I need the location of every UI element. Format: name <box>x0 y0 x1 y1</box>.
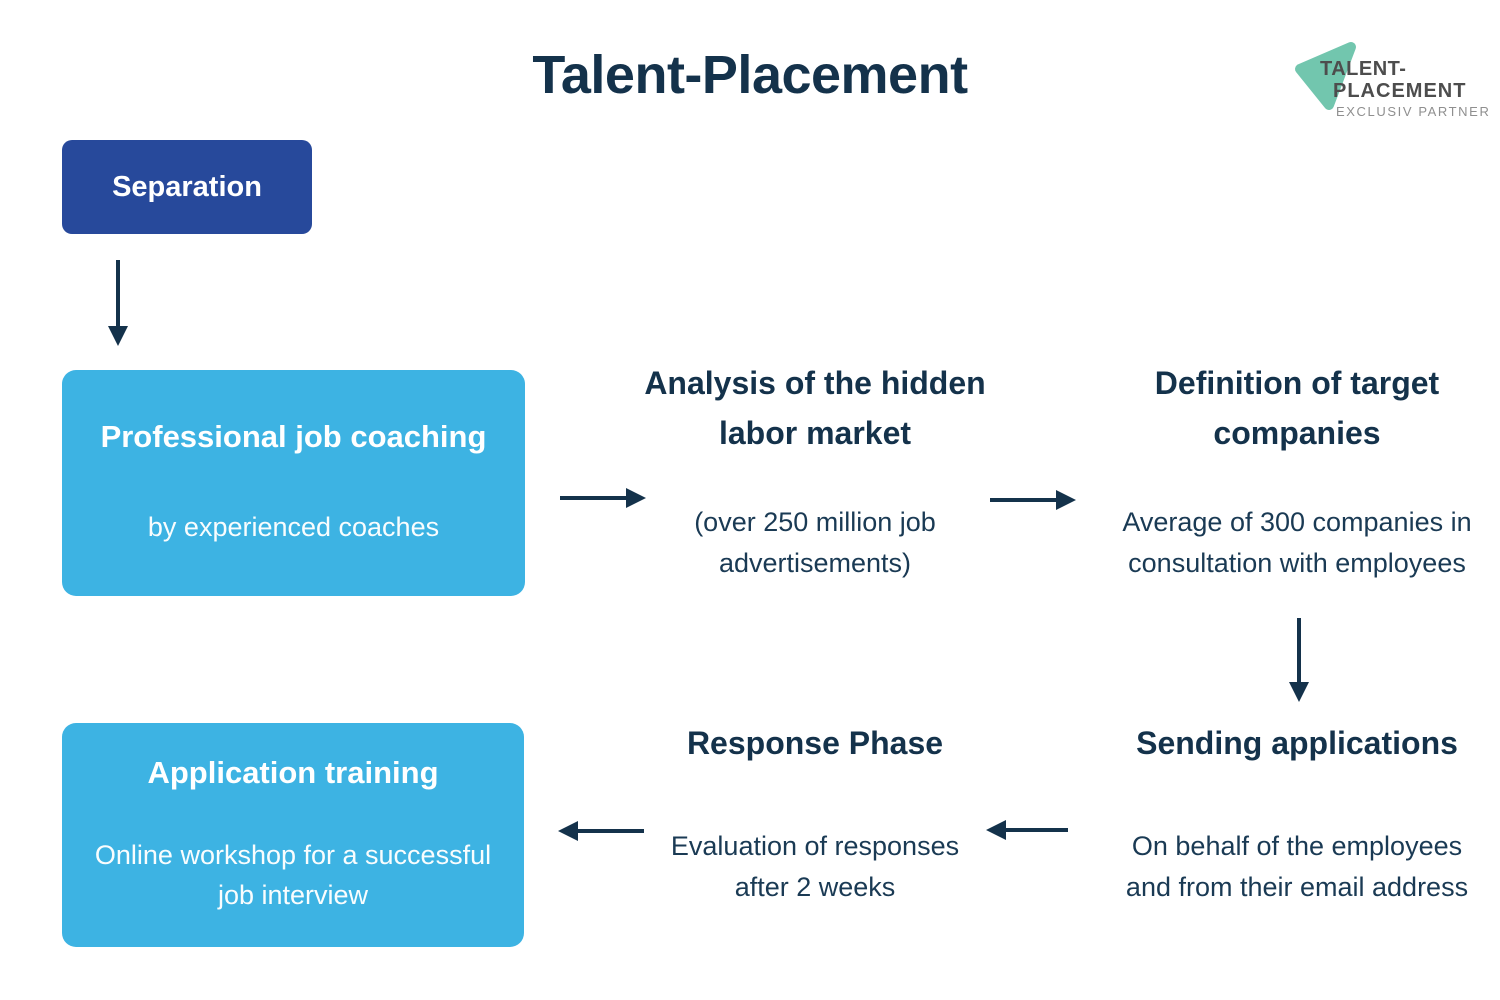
node-definition-subtitle: Average of 300 companies in consultation… <box>1122 507 1472 578</box>
arrow-coaching-to-analysis <box>560 488 646 508</box>
arrow-response-to-training <box>558 821 644 841</box>
node-training: Application training Online workshop for… <box>62 723 524 947</box>
node-sending-title: Sending applications <box>1136 725 1458 761</box>
node-coaching-subtitle: by experienced coaches <box>147 512 440 542</box>
arrow-sending-to-response <box>986 820 1068 840</box>
logo-triangle-icon <box>1295 42 1356 110</box>
logo-wordmark-line2: PLACEMENT <box>1333 80 1467 102</box>
node-response-subtitle: Evaluation of responses after 2 weeks <box>670 831 960 902</box>
node-training-subtitle: Online workshop for a successful job int… <box>94 840 492 910</box>
node-response-title: Response Phase <box>686 725 944 761</box>
node-coaching-title: Professional job coaching <box>100 419 487 454</box>
node-coaching: Professional job coaching by experienced… <box>62 370 525 596</box>
page-title: Talent-Placement <box>532 45 968 105</box>
logo-tagline: EXCLUSIV PARTNER <box>1336 104 1491 119</box>
arrow-separation-to-coaching <box>108 260 128 346</box>
node-separation: Separation <box>62 140 312 234</box>
node-definition-title: Definition of target companies <box>1154 365 1440 451</box>
node-analysis-subtitle: (over 250 million job advertisements) <box>694 507 936 578</box>
node-sending-subtitle: On behalf of the employees and from thei… <box>1125 831 1469 902</box>
node-training-title: Application training <box>147 755 439 790</box>
node-separation-label: Separation <box>112 170 262 203</box>
node-analysis-title: Analysis of the hidden labor market <box>644 365 986 451</box>
arrow-analysis-to-definition <box>990 490 1076 510</box>
arrow-definition-to-sending <box>1289 618 1309 702</box>
logo-wordmark-line1: TALENT- <box>1320 58 1407 80</box>
